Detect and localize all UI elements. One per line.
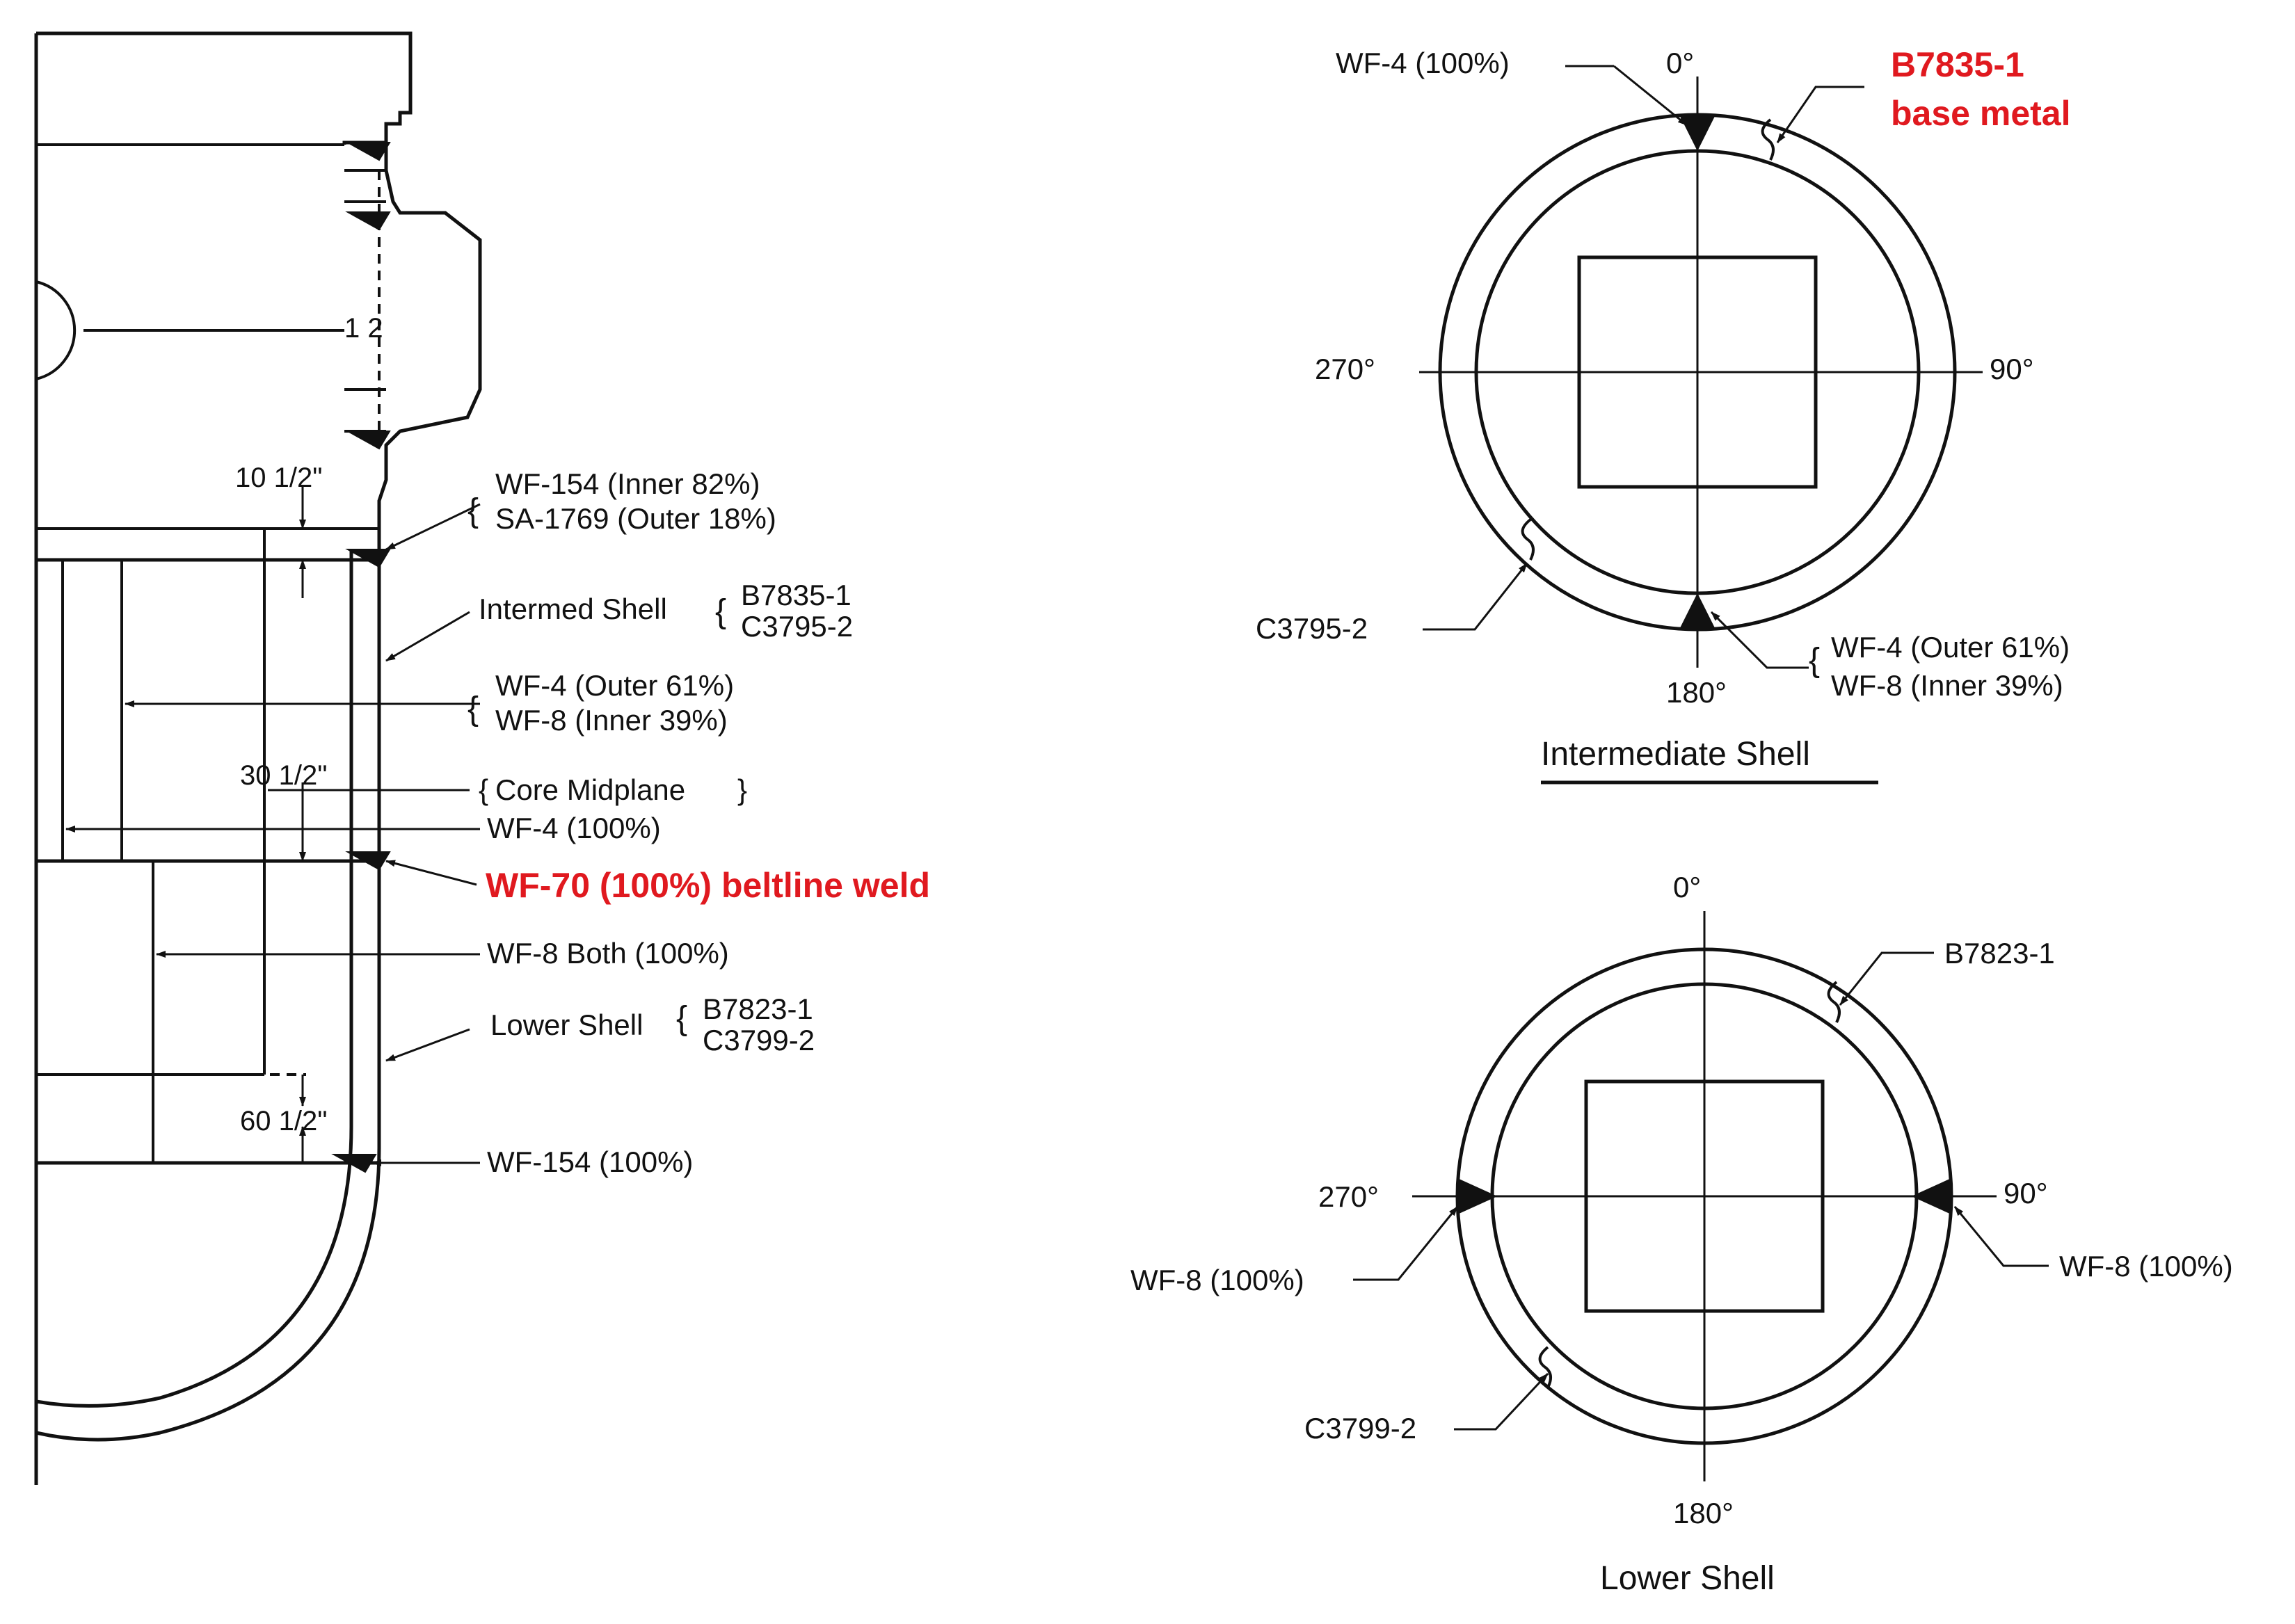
label-wf4-outer: WF-4 (Outer 61%) [495, 669, 734, 702]
int-label-wf4-top: WF-4 (100%) [1336, 47, 1510, 79]
brace-core-close: } [737, 773, 747, 806]
int-break-mark-top [1761, 118, 1775, 161]
int-label-c3795: C3795-2 [1256, 612, 1368, 645]
label-wf154-full: WF-154 (100%) [487, 1145, 693, 1178]
label-wf70-highlight: WF-70 (100%) beltline weld [486, 866, 930, 905]
dim-mid: 30 1/2" [240, 760, 327, 791]
low-label-wf8-left: WF-8 (100%) [1130, 1264, 1304, 1296]
leader-wf154-inner [385, 503, 481, 551]
int-brace: { [1809, 642, 1820, 679]
low-angle-0: 0° [1673, 871, 1701, 903]
int-leader-b7835 [1776, 86, 1864, 143]
vessel-elevation: 1 2 10 1/2" 30 1/2" 60 1/2" [34, 31, 930, 1485]
int-title: Intermediate Shell [1541, 736, 1810, 773]
label-intermed-b: B7835-1 [741, 579, 851, 611]
int-leader-c3795 [1423, 563, 1528, 631]
dim-low: 60 1/2" [240, 1106, 327, 1136]
brace-core-open: { [479, 773, 488, 806]
low-angle-90: 90° [2004, 1177, 2048, 1209]
int-angle-0: 0° [1666, 47, 1694, 79]
nozzle-weld-mid [345, 211, 391, 231]
label-lower-shell: Lower Shell [490, 1008, 643, 1041]
label-wf4-full: WF-4 (100%) [487, 812, 661, 844]
label-intermed-c: C3795-2 [741, 610, 853, 643]
nozzle-mark: 1 2 [344, 313, 383, 344]
int-weld-bottom [1679, 593, 1716, 630]
nozzle-weld-low [345, 431, 391, 450]
brace-wf4-wf8: { [467, 691, 479, 727]
label-lower-b: B7823-1 [703, 992, 813, 1025]
leader-wf70 [385, 860, 477, 886]
low-center-mark [1694, 1186, 1715, 1207]
vessel-inner-wall [35, 549, 353, 1408]
int-angle-180: 180° [1666, 676, 1727, 709]
int-leader-wf4-wf8 [1710, 611, 1809, 669]
int-break-mark-left [1521, 518, 1535, 561]
low-label-b7823: B7823-1 [1944, 937, 2055, 970]
int-label-wf8-inner: WF-8 (Inner 39%) [1831, 669, 2063, 702]
low-break-mark-bottom [1538, 1346, 1552, 1388]
int-angle-90: 90° [1990, 353, 2034, 385]
int-center-mark [1687, 362, 1708, 383]
low-leader-wf8-right [1953, 1206, 2049, 1267]
low-weld-left [1457, 1177, 1498, 1215]
low-leader-c3799 [1454, 1372, 1549, 1431]
low-angle-180: 180° [1673, 1497, 1734, 1529]
leader-intermed-shell [385, 611, 470, 662]
weld-marker-low [331, 1154, 377, 1173]
weld-marker-top [345, 549, 391, 568]
low-weld-right [1911, 1177, 1952, 1215]
low-leader-wf8-left [1353, 1206, 1459, 1281]
label-wf154-inner: WF-154 (Inner 82%) [495, 467, 760, 500]
label-wf8-both: WF-8 Both (100%) [487, 937, 729, 970]
nozzle-outline [35, 280, 344, 380]
brace-intermed: { [715, 593, 726, 630]
low-break-mark-top [1827, 981, 1841, 1023]
vessel-flange-outline [36, 31, 413, 143]
low-label-wf8-right: WF-8 (100%) [2059, 1250, 2233, 1283]
int-highlight-line2: base metal [1891, 94, 2070, 133]
label-sa1769-outer: SA-1769 (Outer 18%) [495, 502, 776, 535]
flange-wall [342, 140, 482, 518]
brace-lower: { [676, 1000, 687, 1037]
label-intermed-shell: Intermed Shell [479, 593, 667, 625]
low-title: Lower Shell [1600, 1560, 1775, 1597]
int-weld-top [1679, 114, 1716, 152]
weld-marker-mid [345, 851, 391, 871]
label-lower-c: C3799-2 [703, 1024, 815, 1056]
brace-wf154: { [467, 492, 479, 529]
low-label-c3799: C3799-2 [1304, 1412, 1416, 1445]
low-angle-270: 270° [1318, 1180, 1379, 1213]
int-label-wf4-outer: WF-4 (Outer 61%) [1831, 631, 2070, 664]
vessel-outer-wall [35, 501, 381, 1442]
label-core-midplane: Core Midplane [495, 773, 685, 806]
int-angle-270: 270° [1315, 353, 1375, 385]
low-leader-b7823 [1839, 951, 1934, 1006]
nozzle-weld-top [345, 142, 391, 161]
int-leader-wf4-top [1613, 65, 1688, 127]
dim-top: 10 1/2" [235, 463, 322, 493]
lower-shell-plan: 0° 90° 180° 270° B7823-1 WF-8 (100%) WF-… [1130, 871, 2233, 1597]
intermediate-shell-plan: 0° 90° 180° 270° WF-4 (100%) B7835-1 bas… [1256, 45, 2070, 785]
int-highlight-line1: B7835-1 [1891, 45, 2024, 84]
nozzle-box [344, 169, 386, 433]
label-wf8-inner: WF-8 (Inner 39%) [495, 704, 728, 737]
leader-lower-shell [385, 1028, 470, 1062]
